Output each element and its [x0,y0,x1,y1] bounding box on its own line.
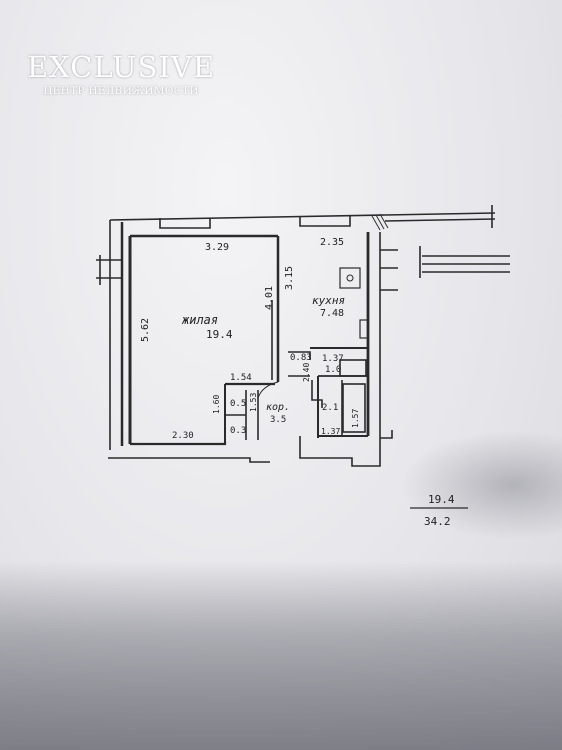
living-length-label: 5.62 [140,318,151,342]
hatch-mark [371,213,389,231]
watermark-title: EXCLUSIVE [26,50,216,84]
kitchen-length-label: 3.15 [284,266,295,290]
watermark-subtitle: ЦЕНТР НЕДВИЖИМОСТИ [43,85,199,97]
wall-153-label: 1.53 [249,393,258,412]
living-bottom-width: 2.30 [172,431,194,441]
small-area-label: 0.83 [290,353,312,363]
wc-depth-label: 2.40 [302,363,311,382]
living-room-name: жилая [181,313,218,327]
living-total: 19.4 [428,493,455,506]
closet-width-label: 1.60 [212,395,221,414]
watermark-logo: EXCLUSIVE ЦЕНТР НЕДВИЖИМОСТИ [26,50,216,110]
corridor-area: 3.5 [270,415,286,425]
bath-area: 2.1 [322,403,338,413]
wall-154-label: 1.54 [230,373,252,383]
living-width-label: 3.29 [205,242,229,253]
wc-width-label: 1.37 [322,354,344,364]
corridor-name: кор. [266,402,290,413]
bath-bottom-label: 1.37 [321,427,340,436]
wc-area-label: 1.0 [325,365,341,375]
kitchen-width-label: 2.35 [320,237,344,248]
living-room-area: 19.4 [206,328,233,341]
shadow [400,430,562,540]
partition-length-label: 4.01 [264,286,275,310]
kitchen-area: 7.48 [320,308,344,319]
shadow [0,560,562,750]
total-area: 34.2 [424,515,451,528]
closet-lower-area: 0.3 [230,426,246,436]
bath-length-label: 1.57 [351,409,360,428]
kitchen-name: кухня [312,294,345,307]
walls [96,205,510,467]
closet-upper-area: 0.5 [230,399,246,409]
